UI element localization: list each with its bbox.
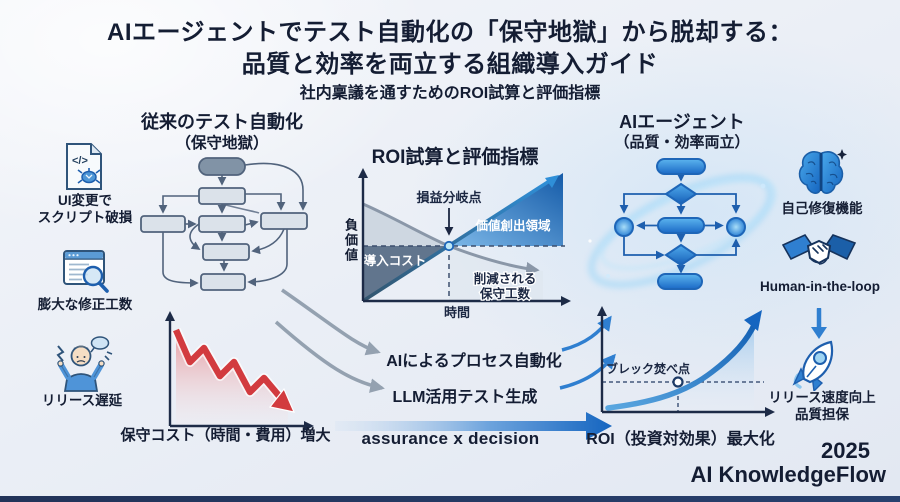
- svg-text:</>: </>: [72, 155, 88, 167]
- roi-heading: ROI試算と評価指標: [371, 147, 539, 168]
- roi-max-chart: ブレック焚べ点: [597, 306, 775, 417]
- roi-curve-fill: [608, 322, 754, 411]
- roi-growth-curve: [605, 320, 758, 411]
- roi-breakeven-chart: 損益分岐点 価値創出領域 導入コスト 削減される 保守工数 時間: [358, 168, 571, 320]
- pain-label-script-broken: UI変更で スクリプト破損: [37, 193, 133, 225]
- breakeven-point: [443, 240, 455, 252]
- roi-max-caption: ROI（投資対効果）最大化: [586, 431, 775, 448]
- ai-flowchart: [588, 158, 777, 290]
- page-title-line2: 品質と効率を両立する組織導入ガイド: [241, 51, 659, 78]
- reduced-label-line2: 保守工数: [479, 286, 531, 301]
- rocket-icon: [792, 340, 834, 391]
- broken-script-icon: </>: [66, 143, 102, 190]
- handshake-icon: [782, 233, 856, 265]
- blue-swoosh-arrow-2: [559, 353, 616, 390]
- pain-label-rework-effort: 膨大な修正工数: [37, 297, 133, 312]
- sparkle: [837, 149, 847, 160]
- breakpoint-dot: [672, 376, 684, 388]
- roi-y-axis-label: 負価値: [343, 218, 358, 263]
- assurance-caption: assurance x decision: [361, 429, 540, 448]
- gray-swoosh-arrow-2: [274, 320, 385, 393]
- intro-cost-label: 導入コスト: [364, 253, 427, 268]
- brain-icon: [798, 149, 847, 194]
- red-arrowhead: [268, 387, 296, 413]
- big-gradient-arrow: [335, 412, 612, 440]
- transition-arrows: [274, 288, 616, 440]
- browser-magnifier-icon: [63, 250, 109, 293]
- down-arrow-icon: [811, 308, 827, 339]
- tangled-nodes: [140, 157, 308, 291]
- maintenance-cost-chart: [165, 311, 314, 431]
- page-title-line1: AIエージェントでテスト自動化の「保守地獄」から脱却する：: [106, 19, 794, 46]
- red-zigzag-arrow: [173, 328, 283, 400]
- reduced-label-line1: 削減される: [474, 271, 537, 286]
- transition-label-1: AIによるプロセス自動化: [386, 353, 562, 370]
- value-area-label: 価値創出領域: [474, 218, 551, 233]
- value-diagonal: [362, 178, 552, 303]
- blue-swoosh-arrow-1: [561, 315, 612, 352]
- tangled-flowchart: [140, 157, 308, 291]
- footer-year: 2025: [821, 438, 870, 463]
- legacy-subheading: （保守地獄）: [175, 135, 269, 152]
- footer-brand: AI KnowledgeFlow: [690, 462, 886, 487]
- gray-swoosh-arrow-1: [281, 288, 381, 356]
- breakeven-label: 損益分岐点: [416, 190, 481, 205]
- transition-label-2: LLM活用テスト生成: [392, 389, 538, 406]
- legacy-chart-caption: 保守コスト（時間・費用）増大: [120, 427, 331, 444]
- legacy-heading: 従来のテスト自動化: [141, 112, 303, 132]
- pain-label-release-delay: リリース遅延: [41, 393, 123, 408]
- ai-flow-connectors: [619, 172, 741, 274]
- ai-flow-nodes: [614, 158, 746, 290]
- benefit-label-release-speed: リリース速度向上 品質担保: [768, 390, 876, 422]
- bottom-accent-strip: [0, 496, 900, 502]
- ai-subheading: （品質・効率両立）: [614, 134, 750, 151]
- tangled-connectors: [158, 162, 308, 288]
- roi-x-axis-label: 時間: [444, 305, 470, 320]
- breakpoint-label: ブレック焚べ点: [606, 361, 690, 376]
- ai-heading: AIエージェント: [619, 112, 745, 132]
- reduced-effort-area: [449, 246, 543, 301]
- benefit-label-self-healing: 自己修復機能: [781, 201, 863, 216]
- frustrated-person-icon: [56, 336, 113, 392]
- page-subtitle: 社内稟議を通すためのROI試算と評価指標: [299, 85, 601, 102]
- benefit-label-hitl: Human-in-the-loop: [760, 279, 880, 294]
- roi-arrowhead: [744, 310, 762, 331]
